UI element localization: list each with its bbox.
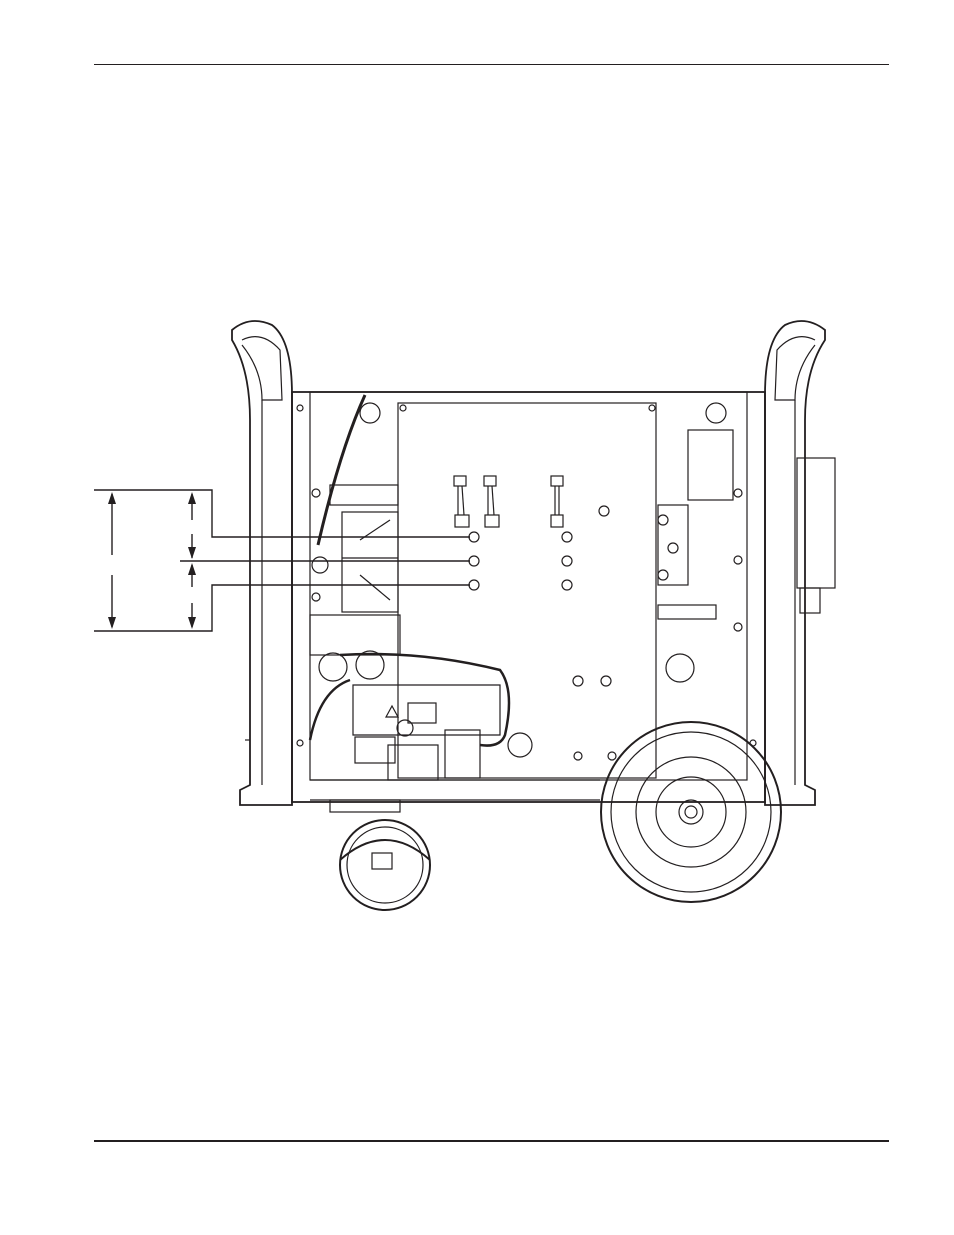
front-caster — [329, 799, 431, 911]
right-handle — [764, 320, 826, 806]
screws — [296, 404, 757, 761]
air-filter — [796, 457, 836, 589]
rear-wheel — [600, 721, 782, 903]
machine-frame — [291, 391, 766, 803]
right-components — [657, 402, 836, 683]
connectors — [453, 475, 564, 528]
dimension-callouts — [94, 489, 470, 632]
footer-rule — [94, 1140, 889, 1142]
left-handle — [231, 320, 293, 806]
left-components — [308, 394, 533, 781]
header-rule — [94, 64, 889, 65]
center-panel — [397, 402, 657, 779]
